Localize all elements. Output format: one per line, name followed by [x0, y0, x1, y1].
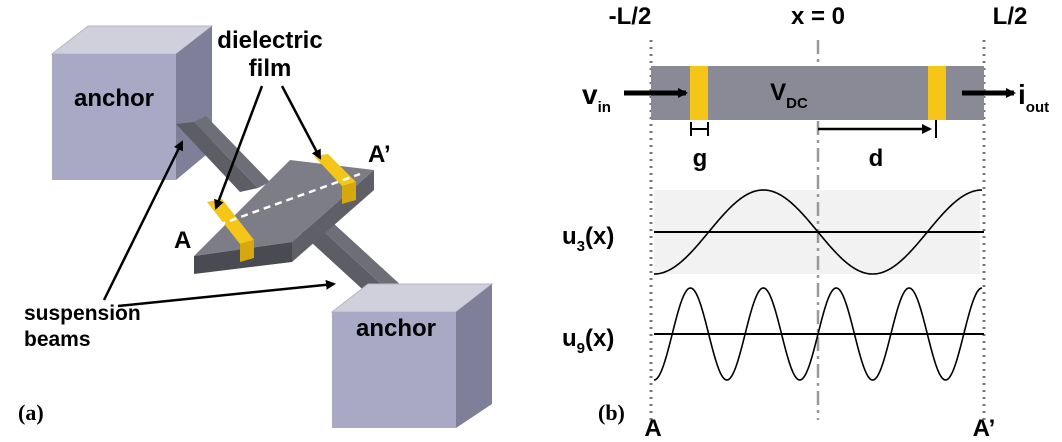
resonator-bar: VDC — [651, 66, 984, 120]
dielectric-gap-left — [690, 66, 708, 120]
right-bound-label: L/2 — [993, 3, 1028, 30]
gap-label: g — [693, 145, 708, 172]
suspension-label-line2: beams — [24, 328, 91, 351]
anchor-top-label: anchor — [74, 85, 154, 112]
dielectric-label-line1: dielectric — [217, 27, 322, 54]
panel-b: -L/2 x = 0 L/2 VDC vin iout g d — [562, 3, 1049, 442]
panel-a: anchor anchor — [18, 25, 494, 428]
arrow-suspension-lower — [117, 279, 336, 308]
mode9-curve — [653, 287, 983, 381]
point-a-prime-label: A’ — [368, 141, 391, 168]
suspension-beam-upper — [176, 116, 270, 192]
mode9-label: u9(x) — [562, 325, 614, 357]
input-label: vin — [582, 79, 611, 116]
mode3-curve — [653, 189, 983, 275]
resonator-plate — [194, 154, 374, 274]
arrow-dielectric-right — [280, 85, 322, 160]
anchor-top-left: anchor — [50, 25, 214, 180]
output-label: iout — [1018, 79, 1049, 116]
point-a-bottom: A — [644, 415, 661, 442]
mode3-label: u3(x) — [562, 223, 614, 255]
anchor-bottom-label: anchor — [356, 315, 436, 342]
dielectric-gap-right — [928, 66, 946, 120]
anchor-bottom-right: anchor — [330, 283, 494, 428]
distance-label: d — [869, 145, 884, 172]
left-bound-label: -L/2 — [609, 3, 652, 30]
suspension-beam-lower — [300, 222, 404, 298]
point-a-label: A — [174, 227, 191, 254]
suspension-label-line1: suspension — [24, 302, 141, 325]
arrow-suspension-upper — [102, 140, 184, 301]
cut-line-a-a — [195, 172, 361, 235]
point-a-prime-bottom: A’ — [973, 415, 996, 442]
mode-9-plot: u9(x) — [562, 287, 984, 381]
dielectric-label-line2: film — [249, 55, 292, 82]
distance-dimension: d — [818, 120, 937, 172]
panel-b-caption: (b) — [598, 400, 625, 425]
arrow-dielectric-left — [214, 85, 264, 210]
bias-label: VDC — [770, 79, 808, 112]
gap-dimension: g — [690, 122, 709, 172]
center-label: x = 0 — [791, 3, 845, 30]
mode-3-plot: u3(x) — [562, 189, 984, 275]
panel-a-caption: (a) — [18, 400, 44, 425]
